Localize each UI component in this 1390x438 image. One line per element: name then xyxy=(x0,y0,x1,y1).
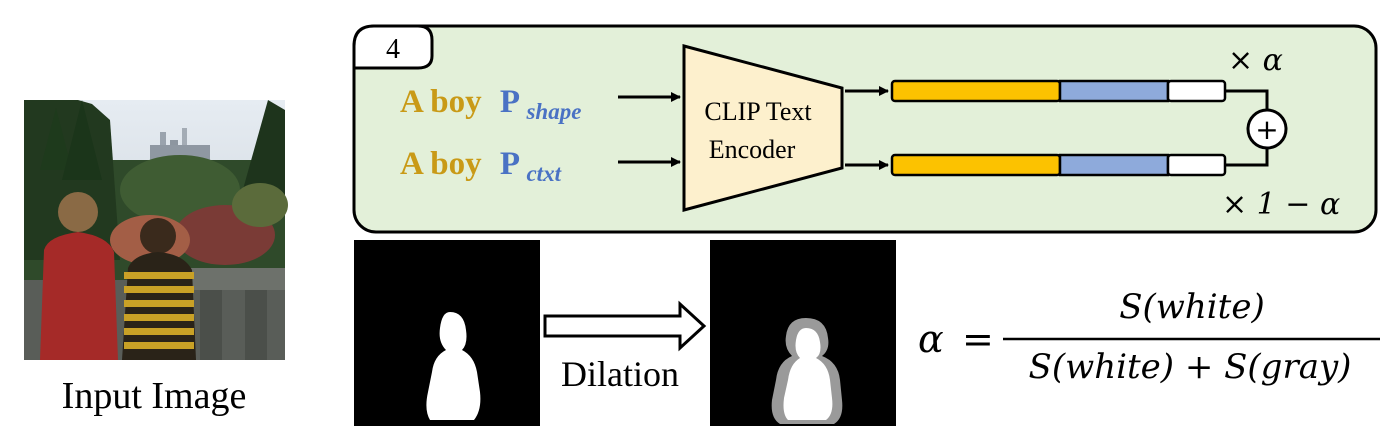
text-encoding-panel xyxy=(352,24,1378,234)
scale-one-minus-alpha: × 1 − α xyxy=(1222,187,1340,222)
step-number-tag: 4 xyxy=(352,24,434,70)
prompt-shape: A boy P shape xyxy=(400,84,581,124)
prompt-ctxt-token: P xyxy=(500,146,520,182)
step-number: 4 xyxy=(386,34,400,65)
prompt-shape-word: A boy xyxy=(400,84,482,120)
embedding-bar-shape xyxy=(890,79,1227,103)
connector-top xyxy=(1225,89,1269,110)
clip-text-encoder xyxy=(682,44,844,212)
alpha-formula: α = S(white) S(white) + S(gray) xyxy=(918,287,1380,387)
dilation-label: Dilation xyxy=(561,354,679,394)
formula-denominator: S(white) + S(gray) xyxy=(1029,347,1352,387)
prompt-shape-token: P xyxy=(500,84,520,120)
embedding-bar-ctxt xyxy=(890,153,1227,177)
sum-node xyxy=(1246,108,1288,150)
original-mask xyxy=(354,240,540,426)
encoder-label-line2: Encoder xyxy=(709,135,796,164)
connector-bottom xyxy=(1225,148,1269,167)
formula-lhs: α xyxy=(918,317,944,361)
prompt-ctxt-token-subscript: ctxt xyxy=(526,161,561,186)
prompt-ctxt: A boy P ctxt xyxy=(400,146,562,186)
sum-symbol: + xyxy=(1255,113,1278,146)
input-image-caption: Input Image xyxy=(62,375,247,417)
scale-alpha: × α xyxy=(1228,43,1283,78)
prompt-ctxt-word: A boy xyxy=(400,146,482,182)
dilated-mask xyxy=(710,240,896,426)
dilation-arrow xyxy=(543,300,707,352)
prompt-shape-token-subscript: shape xyxy=(525,99,581,124)
input-image xyxy=(24,100,288,360)
formula-equals: = xyxy=(962,317,994,361)
encoder-label-line1: CLIP Text xyxy=(704,97,812,126)
formula-numerator: S(white) xyxy=(1119,287,1264,327)
